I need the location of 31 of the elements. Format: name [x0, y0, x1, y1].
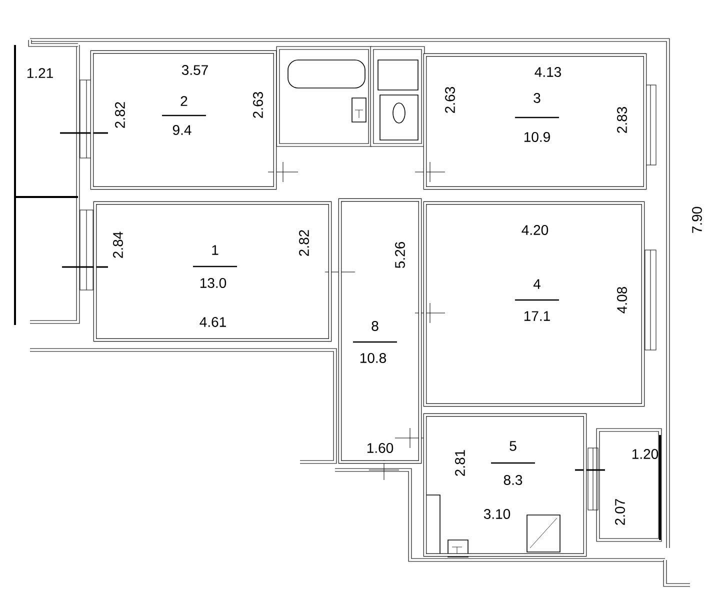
room-number: 4 — [533, 279, 540, 289]
dimension-label: 1.20 — [632, 449, 658, 459]
dimension-label: 1.21 — [27, 68, 53, 78]
room-number: 5 — [510, 441, 516, 451]
dimension-label: 2.83 — [617, 107, 627, 133]
dimension-label: 2.82 — [299, 230, 309, 256]
room-number: 8 — [372, 321, 378, 331]
room-area: 9.4 — [172, 125, 192, 135]
dimension-label: 4.20 — [522, 225, 548, 235]
dimension-label: 5.26 — [395, 242, 405, 268]
dimension-label: 4.08 — [617, 286, 627, 314]
dimension-label: 2.81 — [455, 450, 465, 476]
room-area: 13.0 — [200, 278, 226, 288]
dimension-label: 2.07 — [615, 499, 625, 525]
room-number: 2 — [180, 96, 188, 106]
room-area: 10.8 — [360, 353, 386, 363]
room-area: 10.9 — [524, 132, 550, 142]
dimension-label: 2.63 — [445, 87, 455, 113]
dimension-label: 1.60 — [367, 443, 394, 453]
dimension-label: 4.61 — [200, 317, 226, 327]
dimension-label: 4.13 — [534, 67, 561, 77]
room-number: 1 — [212, 245, 218, 255]
dimension-label: 3.10 — [484, 509, 510, 519]
dimension-label: 2.63 — [253, 92, 263, 118]
dimension-label: 7.90 — [692, 206, 702, 233]
dimension-label: 3.57 — [182, 65, 208, 75]
room-number: 3 — [534, 93, 540, 103]
dimension-label: 2.82 — [115, 102, 125, 128]
room-area: 8.3 — [504, 475, 522, 485]
dimension-label: 2.84 — [113, 232, 123, 258]
room-area: 17.1 — [524, 311, 550, 321]
